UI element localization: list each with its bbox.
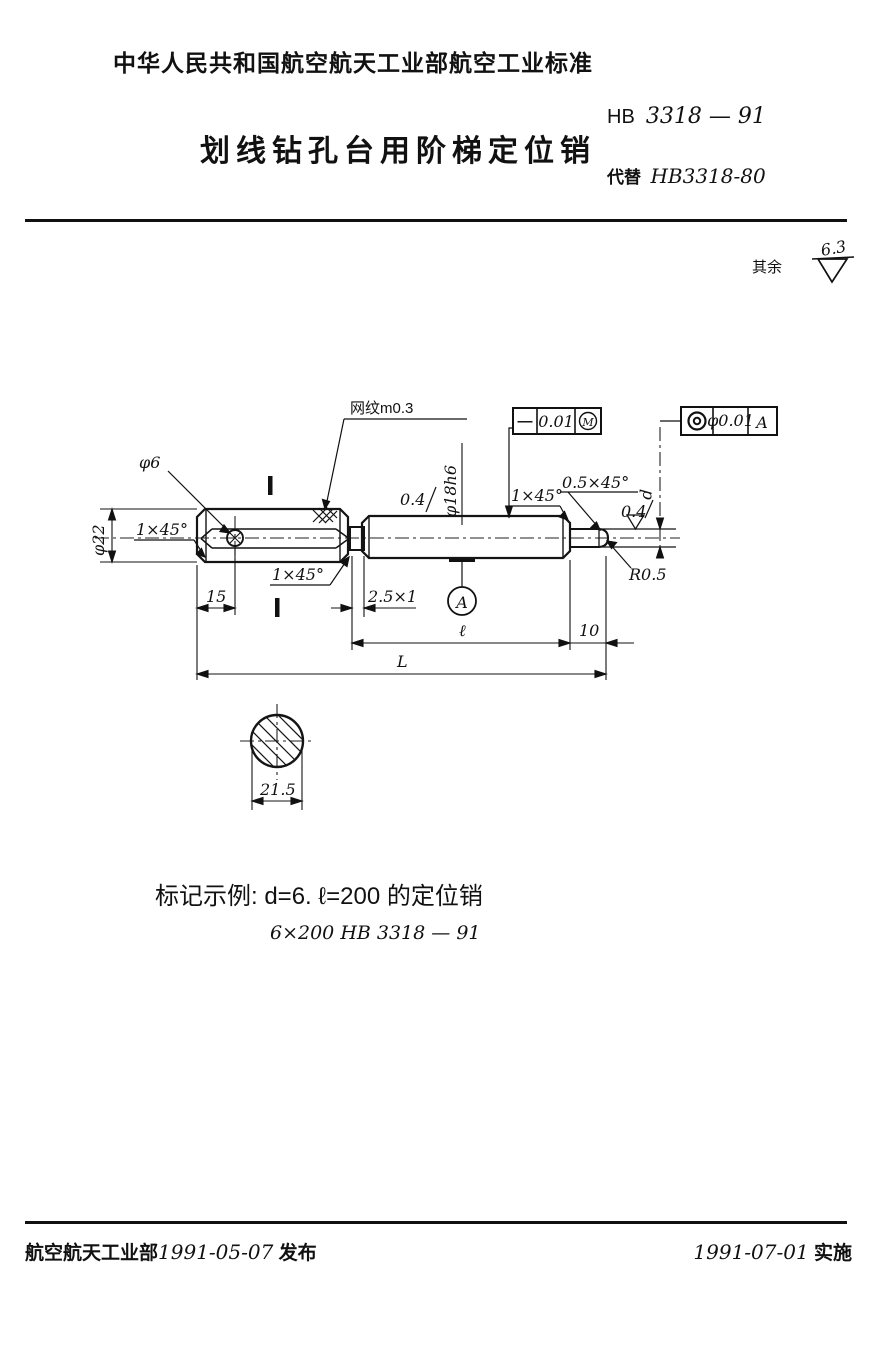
section-view: 21.5 [249, 713, 305, 810]
standard-prefix: HB [607, 106, 635, 128]
footer-rule [25, 1221, 847, 1224]
pin-radius-label: R0.5 [628, 565, 667, 584]
footer-implement: 1991-07-01 实施 [693, 1238, 852, 1265]
replaces-note: 代替 HB3318-80 [607, 163, 766, 188]
hole-diameter-label: φ6 [139, 453, 160, 472]
labels-leaders: φ6 网纹m0.3 0.4 1×45° 1×45° 1×45° [134, 400, 667, 586]
standard-number: HB 3318 — 91 [607, 104, 766, 129]
concentricity-icon-inner [692, 416, 702, 426]
dim-15: 15 [206, 587, 226, 606]
knurl-label: 网纹m0.3 [350, 400, 413, 417]
section-hatching [252, 716, 302, 766]
shaft-diameter-dim: φ18h6 [441, 465, 460, 517]
hole-cross-marks [228, 531, 242, 545]
marking-example-line1: 标记示例: d=6. ℓ=200 的定位销 [155, 883, 483, 910]
dimensions: φ22 15 2.5×1 ℓ 10 [89, 443, 665, 680]
replaces-number: HB3318-80 [650, 164, 766, 188]
surface-note-roughness-value: 6.3 [819, 237, 847, 260]
pin-chamfer-label: 0.5×45° [562, 473, 629, 492]
datum-a: A [447, 559, 477, 616]
header-rule [25, 219, 847, 222]
concentricity-tolerance-frame: φ0.01 A [660, 406, 778, 436]
dim-L: L [396, 652, 408, 671]
footer-publish: 航空航天工业部1991-05-07 发布 [25, 1238, 317, 1265]
footer-publish-date: 1991-05-07 [158, 1240, 274, 1264]
page-title: 划线钻孔台用阶梯定位销 [200, 135, 596, 168]
groove-dim: 2.5×1 [367, 587, 417, 606]
footer-publish-label: 发布 [278, 1243, 317, 1264]
section-plane-marks [268, 476, 280, 617]
footer-implement-date: 1991-07-01 [693, 1240, 809, 1264]
org-standard-line: 中华人民共和国航空航天工业部航空工业标准 [113, 50, 593, 76]
surface-roughness-note: 其余 6.3 [752, 237, 855, 284]
shaft-roughness-label: 0.4 [400, 490, 425, 509]
concentricity-value: φ0.01 [707, 411, 754, 430]
head-slot-lines [200, 528, 350, 549]
dim-10: 10 [579, 621, 599, 640]
head-diameter-dim: φ22 [89, 524, 108, 556]
straightness-symbol: — [518, 413, 533, 430]
concentricity-icon [687, 411, 707, 431]
chamfer-left-label: 1×45° [136, 520, 188, 539]
surface-note-label: 其余 [752, 258, 782, 276]
datum-a-label: A [454, 593, 468, 612]
chamfer-mid-label: 1×45° [272, 565, 324, 584]
flats-width-dim: 21.5 [259, 780, 296, 799]
straightness-modifier: M [581, 416, 594, 429]
chamfer-right-label: 1×45° [511, 486, 563, 505]
technical-drawing: 其余 6.3 [89, 237, 855, 810]
pin-diameter-dim: d [636, 488, 656, 500]
part-shaft-outline [360, 514, 572, 560]
straightness-tolerance-frame: — 0.01 M [504, 407, 602, 519]
straightness-value: 0.01 [538, 412, 574, 431]
section-dim: 21.5 [250, 748, 304, 810]
footer-issuer: 航空航天工业部 [25, 1243, 159, 1264]
marking-example-line2: 6×200 HB 3318 — 91 [270, 922, 481, 944]
standard-number-value: 3318 — 91 [645, 104, 766, 129]
concentricity-datum: A [754, 413, 768, 432]
groove-neck [349, 526, 365, 551]
replaces-label: 代替 [607, 168, 641, 187]
footer-implement-label: 实施 [813, 1243, 852, 1264]
dim-l: ℓ [459, 621, 466, 640]
part-outline [195, 506, 676, 564]
knurl-patch [312, 506, 338, 524]
